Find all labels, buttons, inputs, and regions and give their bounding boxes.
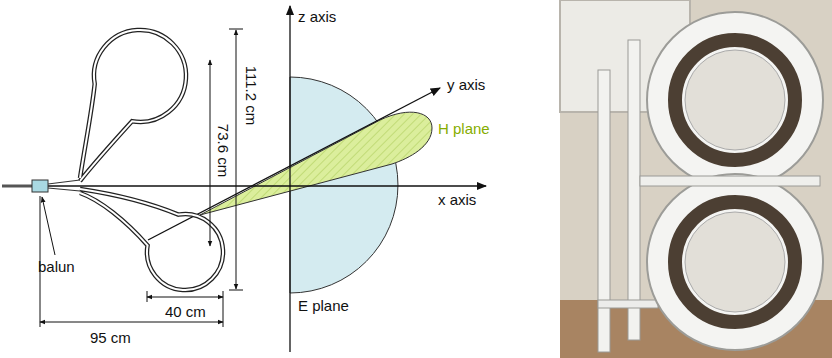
balun-leader: [42, 197, 55, 255]
dimension-label: 111.2 cm: [243, 66, 260, 125]
axis-label: y axis: [447, 76, 485, 93]
axis-label: z axis: [298, 8, 336, 25]
dimension-label: 40 cm: [165, 303, 206, 320]
y-axis: [148, 88, 440, 240]
plane-label: H plane: [438, 120, 490, 137]
part-label: balun: [38, 258, 75, 275]
h-plane-lobe: [200, 112, 432, 215]
feed-line: [48, 188, 80, 191]
dimension-label: 73.6 cm: [215, 124, 232, 177]
feed-line: [48, 180, 80, 184]
antenna-photo: [560, 0, 832, 358]
dimension-label: 95 cm: [90, 329, 131, 346]
antenna-loops: [80, 30, 223, 290]
z-axis: [289, 6, 290, 352]
plane-label: E plane: [298, 297, 349, 314]
feed-cable: [2, 185, 32, 188]
balun-box: [32, 180, 48, 192]
dimension-lines: [40, 29, 243, 327]
x-axis: [48, 185, 486, 186]
axis-label: x axis: [438, 191, 476, 208]
